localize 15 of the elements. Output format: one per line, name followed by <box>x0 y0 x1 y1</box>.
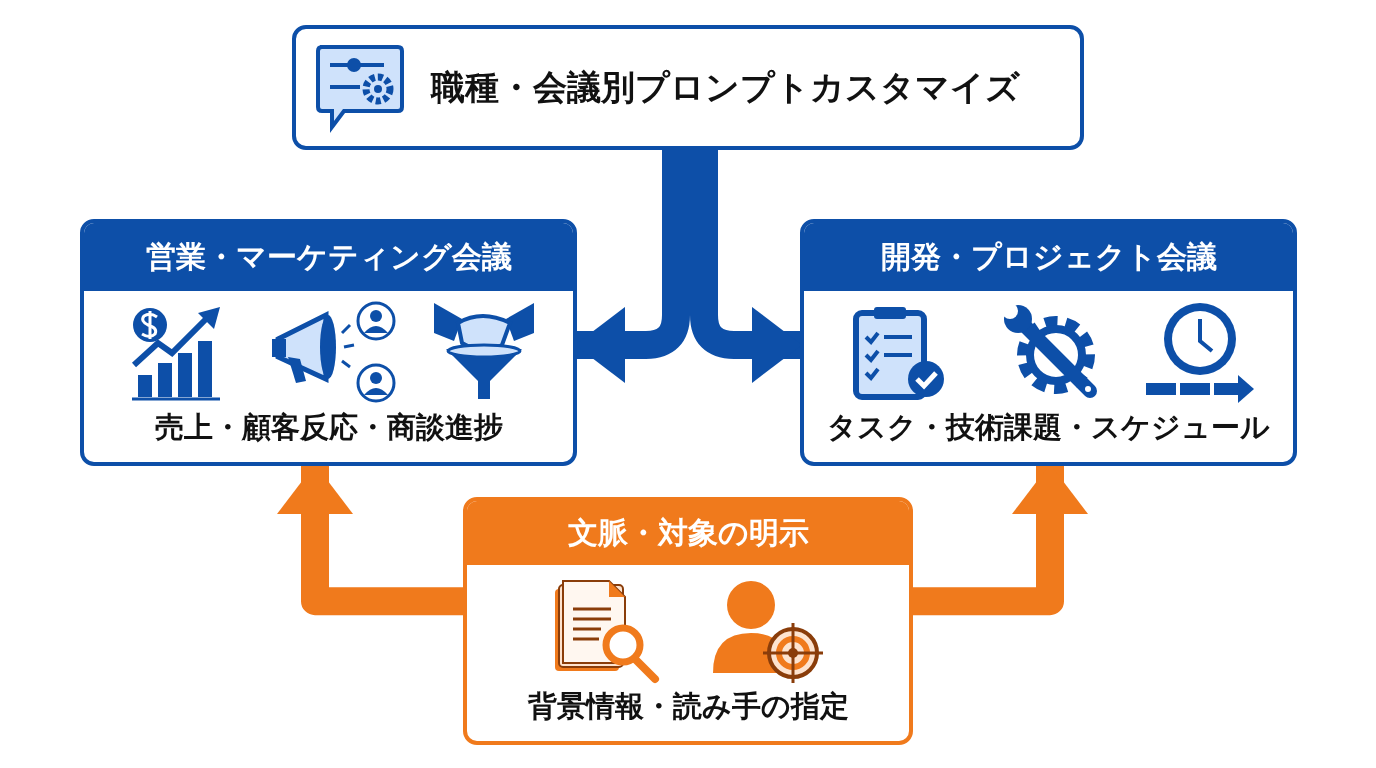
header-band: 営業・マーケティング会議 <box>84 223 573 291</box>
body-text: 背景情報・読み手の指定 <box>526 688 850 725</box>
meeting-card <box>463 497 913 745</box>
meeting-card <box>80 219 577 466</box>
header-band: 文脈・対象の明示 <box>467 501 909 565</box>
body-text: タスク・技術課題・スケジュール <box>826 409 1271 446</box>
arrow <box>690 150 802 383</box>
title-box <box>292 25 1084 150</box>
arrow <box>913 464 1088 616</box>
meeting-card <box>800 219 1297 466</box>
arrow <box>575 150 690 383</box>
body-text: 売上・顧客反応・商談進捗 <box>153 409 504 446</box>
header-band: 開発・プロジェクト会議 <box>804 223 1293 291</box>
arrow <box>277 464 463 616</box>
title-text: 職種・会議別プロンプトカスタマイズ <box>431 65 1020 109</box>
